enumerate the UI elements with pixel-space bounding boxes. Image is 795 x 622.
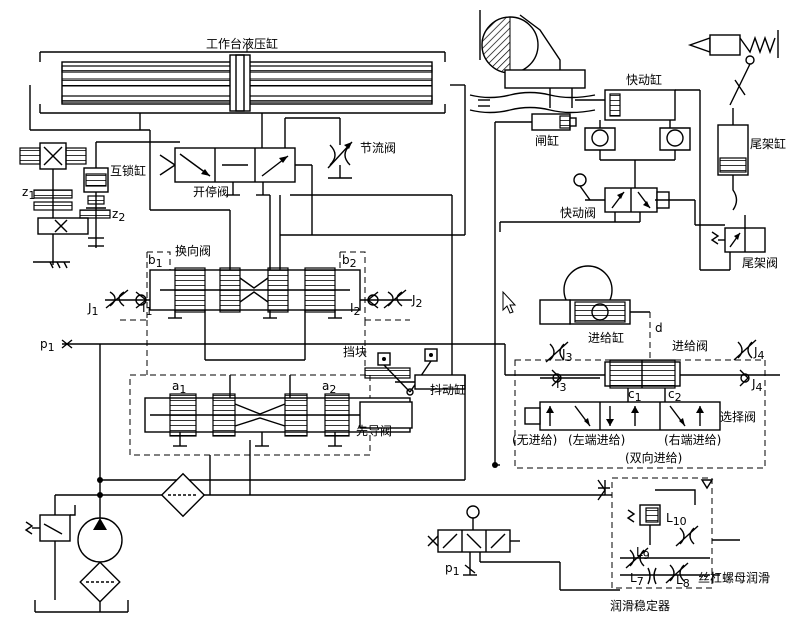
stop-block — [364, 348, 466, 396]
dual-feed-label: (双向进给) — [625, 450, 682, 465]
I4-label: J4 — [751, 377, 763, 394]
stop-block-label: 挡块 — [343, 345, 367, 359]
b1-label: b1 — [148, 253, 163, 270]
p1b-label: p1 — [445, 561, 460, 578]
tailstock-valve — [655, 199, 766, 270]
check-throttle-3 — [540, 341, 600, 387]
feed-valve — [604, 359, 681, 400]
d-label: d — [655, 321, 663, 335]
z1-label: z1 — [22, 185, 35, 202]
pilot-valve-label: 先导阀 — [356, 424, 392, 438]
piping — [29, 84, 466, 375]
reversing-valve-pilot-lines — [120, 251, 410, 375]
tailstock-cylinder — [717, 108, 749, 211]
right-feed-label: (右端进给) — [664, 432, 721, 447]
pilot-valve — [129, 374, 413, 456]
c1-label: c1 — [628, 387, 642, 404]
reversing-valve-label: 换向阀 — [175, 243, 211, 258]
start-stop-valve — [159, 147, 312, 196]
gate-cylinder-label: 闸缸 — [535, 133, 559, 148]
interlock-cylinder-label: 互锁缸 — [110, 163, 146, 178]
J2-label: J2 — [411, 293, 423, 310]
I2-label: I2 — [350, 301, 361, 318]
mouse-cursor-icon — [502, 290, 517, 314]
left-feed-label: (左端进给) — [568, 432, 625, 447]
feed-cylinder — [539, 265, 651, 360]
a2-label: a2 — [322, 379, 336, 396]
select-valve-label: 选择阀 — [720, 410, 756, 424]
leadscrew-lube-label: 丝杠螺母润滑 — [698, 570, 770, 585]
tailstock-valve-label: 尾架阀 — [742, 256, 778, 270]
p1-label: p1 — [40, 337, 55, 354]
check-throttle-4 — [733, 339, 757, 387]
grinding-head — [469, 10, 596, 114]
J1-label: J1 — [87, 301, 99, 318]
tailstock-cylinder-label: 尾架缸 — [750, 136, 786, 151]
lube-stabilizer — [597, 477, 740, 589]
tailstock — [687, 30, 779, 106]
b2-label: b2 — [342, 253, 357, 270]
table-cylinder-label: 工作台液压缸 — [206, 36, 278, 51]
start-stop-valve-label: 开停阀 — [193, 184, 229, 199]
L10-label: L10 — [666, 511, 687, 528]
L7-label: L7 — [630, 571, 644, 588]
z2-label: z2 — [112, 207, 125, 224]
lube-stabilizer-label: 润滑稳定器 — [610, 598, 670, 613]
quick-cylinder-label: 快动缸 — [626, 72, 662, 87]
reversing-valve — [149, 258, 361, 361]
c2-label: c2 — [668, 387, 682, 404]
manual-valve — [427, 505, 620, 591]
throttle-valve — [285, 117, 353, 179]
quick-cylinder — [575, 89, 691, 188]
interlock-cylinder — [79, 141, 180, 248]
quick-valve — [500, 173, 670, 223]
check-throttle-1 — [105, 289, 150, 309]
gate-cylinder — [495, 113, 577, 131]
J3-label: J3 — [561, 347, 573, 364]
throttle-valve-label: 节流阀 — [360, 141, 396, 155]
L9-label: L9 — [636, 545, 650, 562]
pump-station — [24, 344, 605, 613]
a1-label: a1 — [172, 379, 186, 396]
bottom-piping — [209, 440, 606, 495]
L8-label: L8 — [676, 573, 690, 590]
p1-line — [61, 339, 505, 349]
feed-cylinder-label: 进给缸 — [588, 330, 624, 345]
table-cylinder — [39, 44, 446, 114]
I1-label: I1 — [142, 301, 153, 318]
quick-valve-label: 快动阀 — [560, 206, 596, 220]
shift-cylinder-label: 抖动缸 — [430, 382, 466, 397]
select-valve — [514, 359, 766, 469]
feed-valve-label: 进给阀 — [672, 339, 708, 353]
J4-label: J4 — [753, 345, 765, 362]
I3-label: I3 — [556, 377, 567, 394]
no-feed-label: (无进给) — [512, 433, 557, 447]
check-throttle-2 — [360, 289, 412, 309]
handwheel-gear — [19, 142, 89, 269]
